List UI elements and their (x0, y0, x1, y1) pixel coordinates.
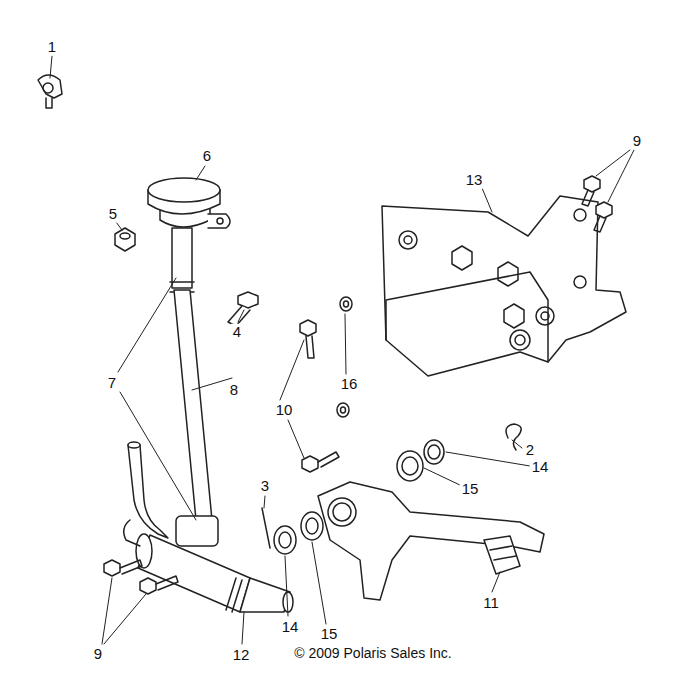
callout-number: 13 (464, 172, 485, 189)
callout-number: 9 (631, 133, 643, 150)
copyright-note: © 2009 Polaris Sales Inc. (292, 646, 453, 661)
callout-number: 15 (319, 626, 340, 643)
callout-number: 8 (228, 382, 240, 399)
bolt (582, 176, 612, 232)
callout-number: 14 (280, 619, 301, 636)
callout-number: 14 (530, 459, 551, 476)
callout-number: 10 (274, 402, 295, 419)
washers-pin (262, 508, 323, 554)
callout-number: 9 (92, 646, 104, 663)
master-cylinder (124, 516, 293, 612)
callout-number: 2 (524, 442, 536, 459)
callout-number: 7 (106, 375, 118, 392)
nut (115, 228, 135, 251)
callout-number: 6 (201, 148, 213, 165)
hose (174, 290, 212, 520)
pedal (318, 482, 544, 600)
callout-number: 4 (231, 324, 243, 341)
callout-number: 16 (339, 376, 360, 393)
clamp (38, 75, 62, 108)
callout-number: 11 (481, 595, 501, 612)
callout-number: 1 (46, 39, 58, 56)
callout-number: 15 (460, 481, 481, 498)
bolt (104, 560, 178, 594)
callout-number: 5 (107, 206, 119, 223)
callout-number: 12 (231, 647, 252, 664)
leader-lines (50, 56, 634, 644)
bolt (228, 292, 258, 326)
callout-number: 3 (259, 478, 271, 495)
reservoir (148, 178, 230, 292)
bracket (382, 196, 626, 376)
brake-line (128, 442, 168, 538)
spring-washers (397, 424, 521, 481)
